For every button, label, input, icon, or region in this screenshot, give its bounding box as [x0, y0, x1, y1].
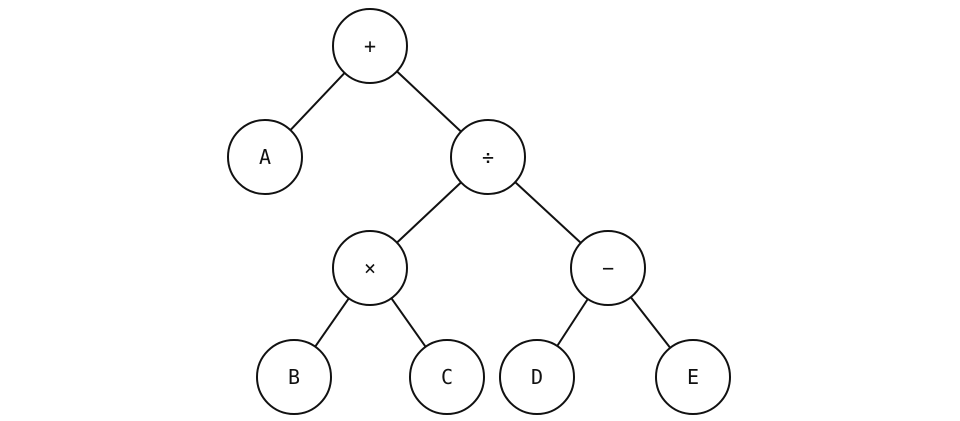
- node-circle-times: [332, 230, 408, 306]
- edge-plus-a: [289, 72, 346, 131]
- edge-minus-e: [629, 296, 672, 349]
- edge-times-b: [314, 297, 350, 348]
- node-label-minus: −: [602, 256, 614, 280]
- node-circle-plus: [332, 8, 408, 84]
- node-label-divide: ÷: [482, 145, 494, 169]
- edge-divide-times: [396, 181, 462, 244]
- node-circle-minus: [570, 230, 646, 306]
- node-circle-c: [409, 339, 485, 415]
- edge-times-c: [390, 297, 427, 348]
- node-circle-e: [655, 339, 731, 415]
- edge-plus-divide: [396, 70, 462, 133]
- tree-edges: [289, 70, 672, 349]
- tree-node-times: ×: [332, 230, 408, 306]
- node-label-plus: +: [364, 34, 376, 58]
- node-circle-divide: [450, 119, 526, 195]
- node-label-c: C: [441, 365, 453, 389]
- tree-node-a: A: [227, 119, 303, 195]
- edge-minus-d: [556, 298, 589, 347]
- tree-node-minus: −: [570, 230, 646, 306]
- tree-node-plus: +: [332, 8, 408, 84]
- tree-nodes: + A ÷ × − B C D E: [227, 8, 731, 415]
- node-circle-b: [256, 339, 332, 415]
- tree-node-d: D: [499, 339, 575, 415]
- node-label-e: E: [687, 365, 699, 389]
- node-label-a: A: [259, 145, 271, 169]
- tree-node-c: C: [409, 339, 485, 415]
- node-label-d: D: [531, 365, 543, 389]
- edge-divide-minus: [514, 181, 582, 244]
- tree-node-divide: ÷: [450, 119, 526, 195]
- tree-node-b: B: [256, 339, 332, 415]
- node-circle-a: [227, 119, 303, 195]
- tree-node-e: E: [655, 339, 731, 415]
- node-label-times: ×: [364, 256, 376, 280]
- node-label-b: B: [288, 365, 300, 389]
- node-circle-d: [499, 339, 575, 415]
